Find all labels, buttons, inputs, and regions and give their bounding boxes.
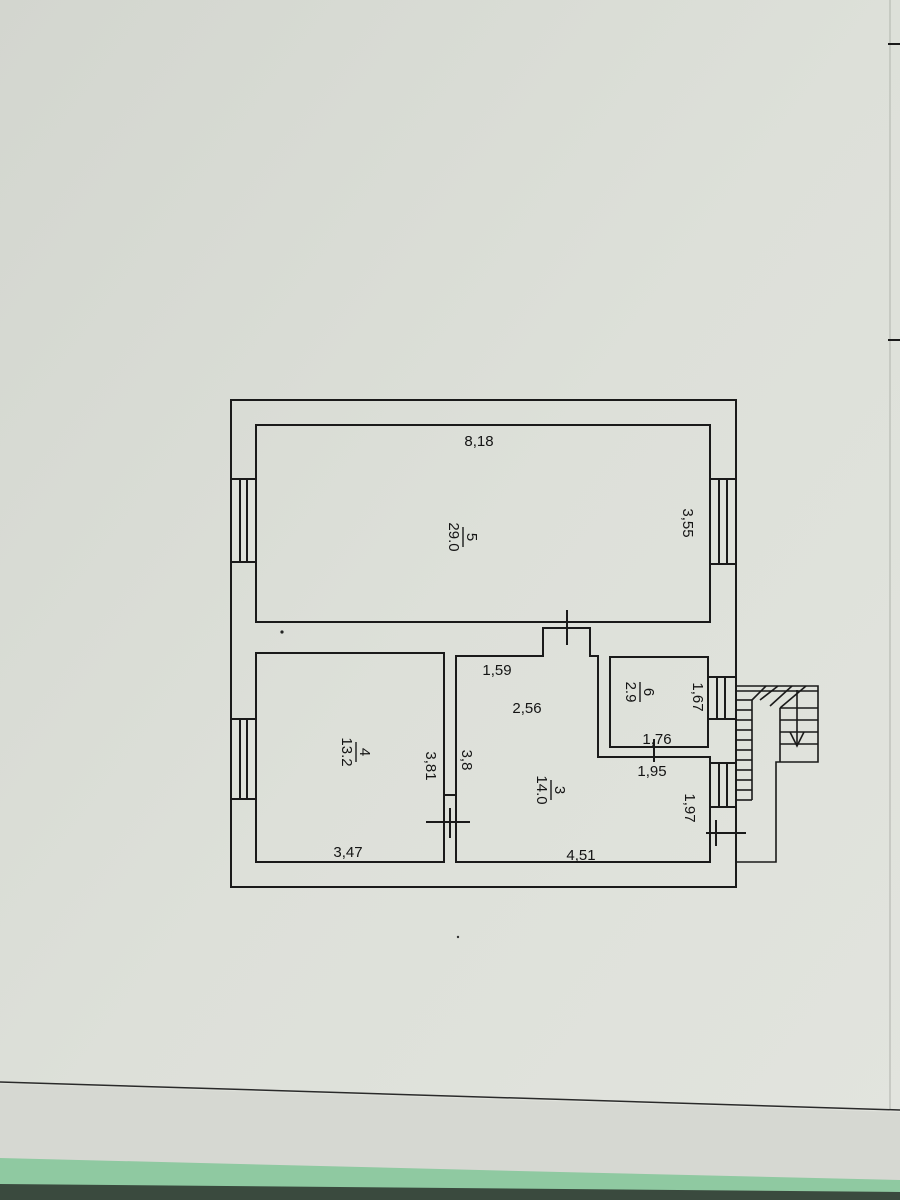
dark-edge-bottom [0, 1184, 900, 1200]
dim-room4-depth: 3,81 [422, 751, 439, 780]
dim-room4-width: 3,47 [333, 844, 362, 861]
dim-room3-depth: 3,8 [458, 750, 475, 771]
staircase [736, 685, 819, 863]
svg-text:5: 5 [463, 533, 480, 541]
room-5-label: 5 29.0 [445, 522, 480, 551]
floor-plan [230, 399, 819, 888]
outer-wall [230, 399, 737, 888]
window-right-room3 [709, 762, 737, 808]
room-3-outline [455, 627, 711, 863]
dim-room6-depth: 1,67 [689, 682, 706, 711]
window-right-room5 [709, 478, 737, 565]
svg-text:6: 6 [640, 688, 657, 696]
svg-text:2.9: 2.9 [622, 682, 639, 703]
room-3-label: 3 14.0 [533, 775, 568, 804]
room-4-label: 4 13.2 [338, 737, 373, 766]
dim-room3-notch-depth: 1,97 [681, 793, 698, 822]
dim-room3-width: 4,51 [566, 847, 595, 864]
dim-corridor-depth: 2,56 [512, 700, 541, 717]
svg-text:3: 3 [551, 786, 568, 794]
svg-text:29.0: 29.0 [445, 522, 462, 551]
room-6-label: 6 2.9 [622, 682, 657, 703]
svg-text:14.0: 14.0 [533, 775, 550, 804]
window-left-room4 [230, 718, 257, 800]
window-left-room5 [230, 478, 257, 563]
dim-room3-notch-width: 1,95 [637, 763, 666, 780]
paper-dot [280, 630, 284, 634]
svg-text:13.2: 13.2 [338, 737, 355, 766]
paper-dot [456, 935, 460, 939]
dim-room5-width: 8,18 [464, 433, 493, 450]
window-right-room6 [707, 676, 737, 720]
page-bottom-rule [0, 1081, 900, 1111]
dim-corridor-width: 1,59 [482, 662, 511, 679]
svg-text:4: 4 [356, 748, 373, 756]
dim-room6-width: 1,76 [642, 731, 671, 748]
dim-room5-depth: 3,55 [679, 508, 696, 537]
